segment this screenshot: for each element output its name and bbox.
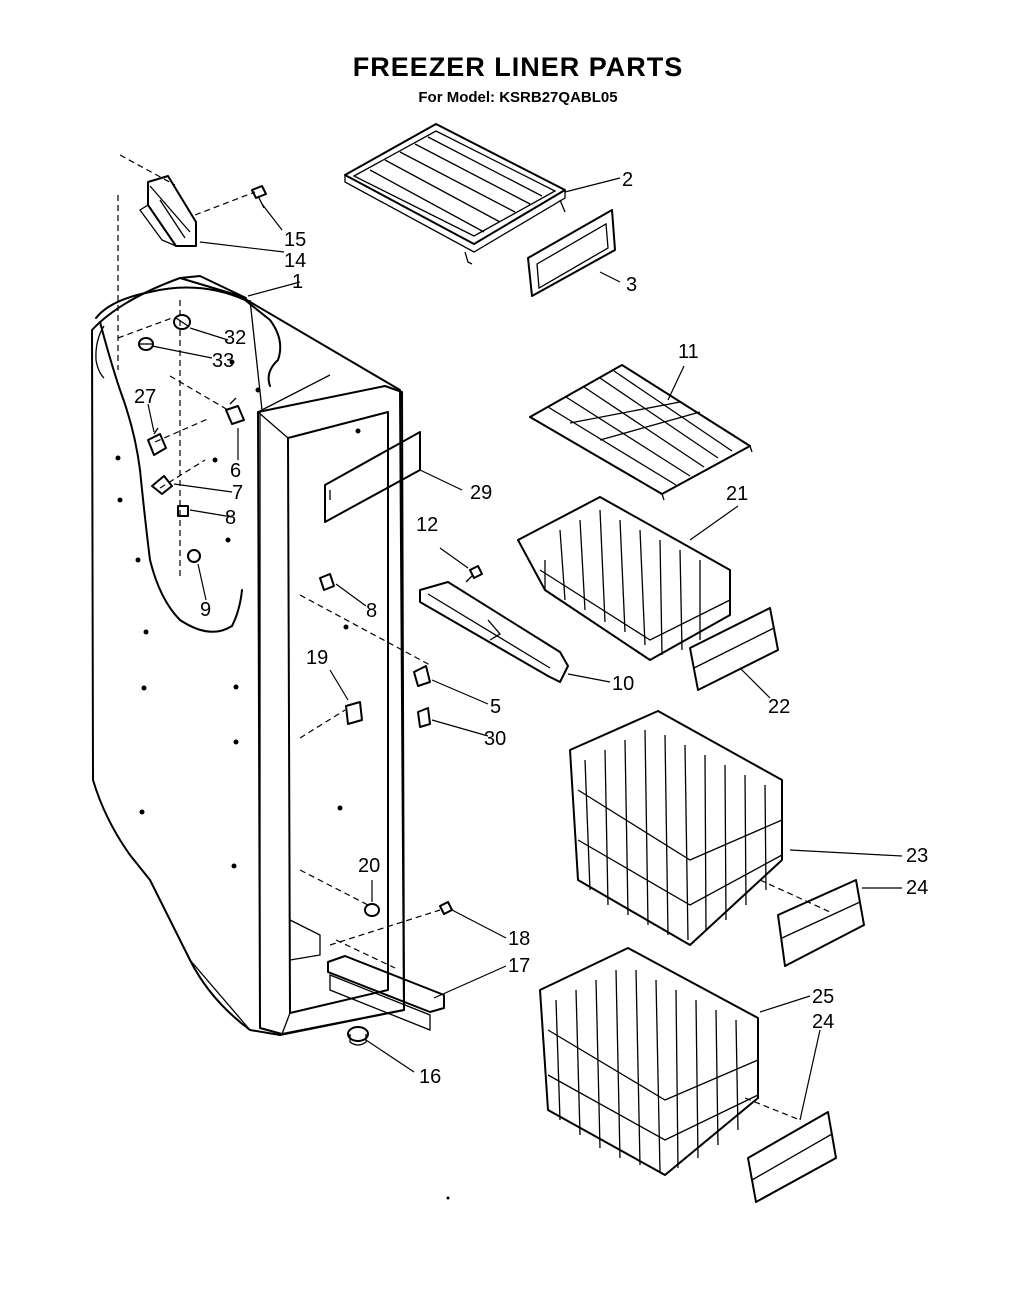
callout-16: 16	[419, 1066, 441, 1088]
part-16-plug	[347, 1026, 369, 1046]
callout-8-lower: 8	[366, 600, 377, 622]
callout-19: 19	[306, 647, 328, 669]
part-3-shelf-trim	[527, 209, 616, 297]
callout-14: 14	[284, 250, 306, 272]
part-5-bracket	[413, 665, 431, 687]
model-subtitle: For Model: KSRB27QABL05	[418, 89, 618, 106]
part-22-basket-front	[689, 607, 779, 691]
callout-17: 17	[508, 955, 530, 977]
callout-29: 29	[470, 482, 492, 504]
part-11-wire-shelf	[529, 364, 753, 501]
callout-24-upper: 24	[906, 877, 928, 899]
part-6-switch	[225, 397, 245, 425]
part-29-duct-cover	[324, 431, 421, 523]
callout-25: 25	[812, 986, 834, 1008]
part-9-plug	[187, 549, 201, 563]
part-7-damper	[151, 475, 173, 495]
part-19-switch	[345, 701, 363, 725]
part-18-screw	[439, 901, 453, 915]
callout-11: 11	[678, 341, 699, 363]
callout-23: 23	[906, 845, 928, 867]
part-10-rail	[419, 581, 569, 683]
callout-32: 32	[224, 327, 246, 349]
callout-21: 21	[726, 483, 748, 505]
part-23-basket	[569, 710, 783, 946]
part-12-screw	[465, 565, 483, 583]
part-1-freezer-liner	[91, 275, 405, 1036]
part-32-thermostat	[173, 314, 191, 330]
part-24-basket-front-2	[747, 1111, 837, 1203]
part-14-bracket	[139, 175, 197, 247]
part-8-clip	[177, 505, 189, 517]
callout-15: 15	[284, 229, 306, 251]
callout-5: 5	[490, 696, 501, 718]
callout-7: 7	[232, 482, 243, 504]
callout-2: 2	[622, 169, 633, 191]
part-33-light-socket	[138, 337, 154, 351]
callout-12: 12	[416, 514, 438, 536]
callout-18: 18	[508, 928, 530, 950]
part-30-fastener	[417, 707, 431, 728]
part-27-switch	[147, 427, 167, 456]
callout-3: 3	[626, 274, 637, 296]
part-17-rail	[327, 955, 445, 1031]
callout-24-lower: 24	[812, 1011, 834, 1033]
callout-9: 9	[200, 599, 211, 621]
callout-22: 22	[768, 696, 790, 718]
callout-27: 27	[134, 386, 156, 408]
part-21-basket	[517, 496, 731, 661]
part-24-basket-front-1	[777, 879, 865, 967]
part-8-clip-2	[319, 573, 335, 591]
callout-8-upper: 8	[225, 507, 236, 529]
callout-33: 33	[212, 350, 234, 372]
part-15-screw	[251, 185, 267, 209]
callout-10: 10	[612, 673, 634, 695]
callout-20: 20	[358, 855, 380, 877]
diagram-title: FREEZER LINER PARTS	[352, 52, 684, 82]
callout-6: 6	[230, 460, 241, 482]
part-25-basket	[539, 947, 759, 1176]
callout-30: 30	[484, 728, 506, 750]
part-20-plug	[364, 903, 380, 917]
callout-1: 1	[292, 271, 303, 293]
part-2-shelf	[344, 123, 566, 265]
